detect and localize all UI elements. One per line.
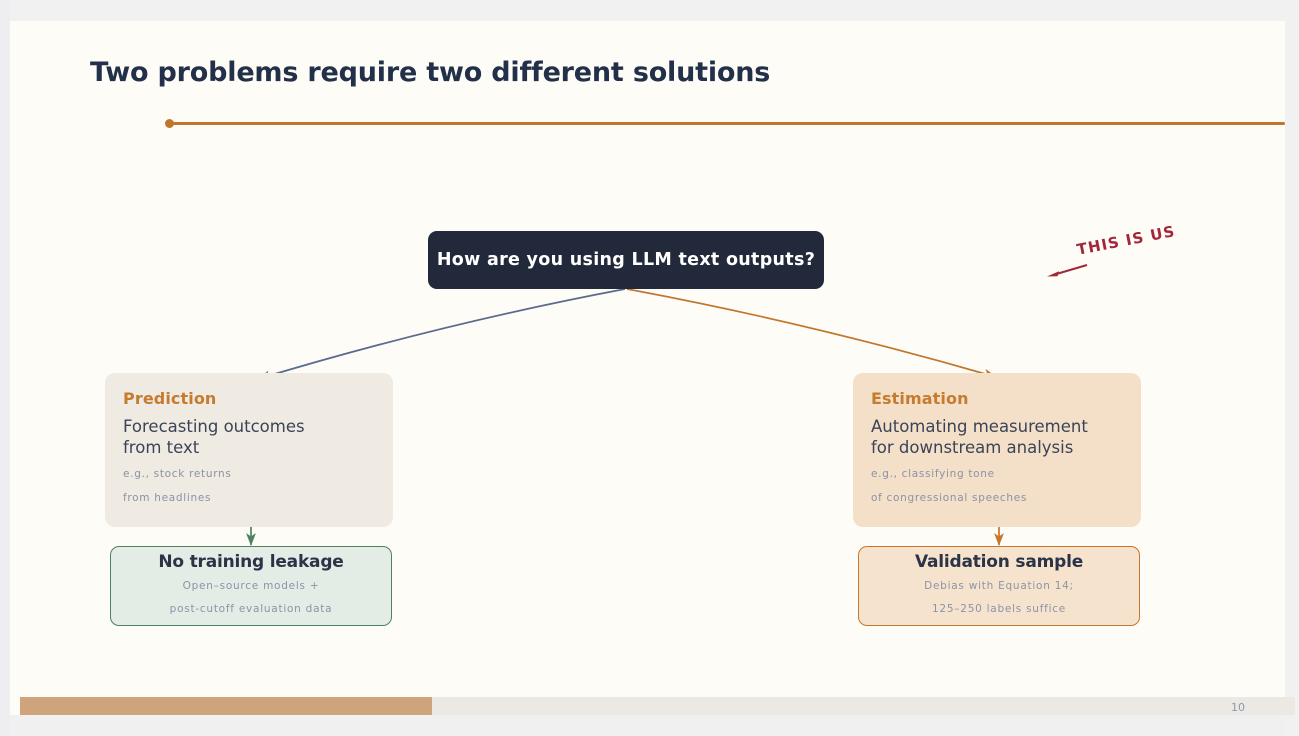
outcome-card-validation-sample: Validation sample Debias with Equation 1…: [858, 546, 1140, 626]
outcome-title: No training leakage: [158, 552, 344, 573]
branch-note-line-2: of congressional speeches: [871, 492, 1028, 505]
branch-heading-estimation: Estimation: [871, 389, 969, 408]
branch-note-estimation: e.g., classifying tone of congressional …: [871, 462, 1123, 510]
outcome-subtext: Open–source models + post-cutoff evaluat…: [170, 575, 333, 619]
annotation-this-is-us: THIS IS US: [1045, 222, 1210, 291]
title-rule: [169, 122, 1285, 125]
left-arrow-icon: [1047, 264, 1088, 277]
branch-note-line-1: e.g., classifying tone: [871, 468, 995, 481]
page-frame-top: [0, 0, 1299, 21]
arrow-question-to-prediction: [257, 288, 626, 381]
outcome-title: Validation sample: [914, 552, 1084, 573]
outcome-sub-line-2: 125–250 labels suffice: [931, 602, 1067, 615]
annotation-label: THIS IS US: [1075, 222, 1177, 259]
progress-bar-track: [20, 697, 1295, 715]
branch-body-estimation: Automating measurement for downstream an…: [871, 416, 1123, 458]
outcome-sub-line-2: post-cutoff evaluation data: [169, 602, 333, 615]
slide-canvas: Two problems require two different solut…: [10, 21, 1295, 715]
page-frame-left: [0, 0, 10, 736]
page-number: 10: [1231, 701, 1245, 714]
arrow-question-to-estimation: [626, 288, 997, 379]
page-title: Two problems require two different solut…: [90, 57, 771, 88]
branch-card-estimation: Estimation Automating measurement for do…: [853, 373, 1141, 527]
page-frame-right: [1285, 0, 1299, 736]
branch-card-prediction: Prediction Forecasting outcomes from tex…: [105, 373, 393, 527]
branch-heading-prediction: Prediction: [123, 389, 217, 408]
progress-bar-fill: [20, 697, 432, 715]
outcome-card-no-training-leakage: No training leakage Open–source models +…: [110, 546, 392, 626]
branch-body-line-1: Forecasting outcomes: [123, 417, 305, 436]
branch-body-prediction: Forecasting outcomes from text: [123, 416, 375, 458]
outcome-subtext: Debias with Equation 14; 125–250 labels …: [924, 575, 1074, 619]
branch-note-prediction: e.g., stock returns from headlines: [123, 462, 375, 510]
question-box: How are you using LLM text outputs?: [428, 231, 824, 289]
branch-note-line-1: e.g., stock returns: [123, 468, 232, 481]
outcome-sub-line-1: Debias with Equation 14;: [924, 580, 1074, 593]
outcome-sub-line-1: Open–source models +: [182, 580, 320, 593]
branch-body-line-2: from text: [123, 438, 200, 458]
question-text: How are you using LLM text outputs?: [436, 250, 816, 270]
branch-body-line-2: for downstream analysis: [871, 438, 1074, 458]
branch-body-line-1: Automating measurement: [871, 417, 1088, 436]
branch-note-line-2: from headlines: [123, 492, 212, 505]
